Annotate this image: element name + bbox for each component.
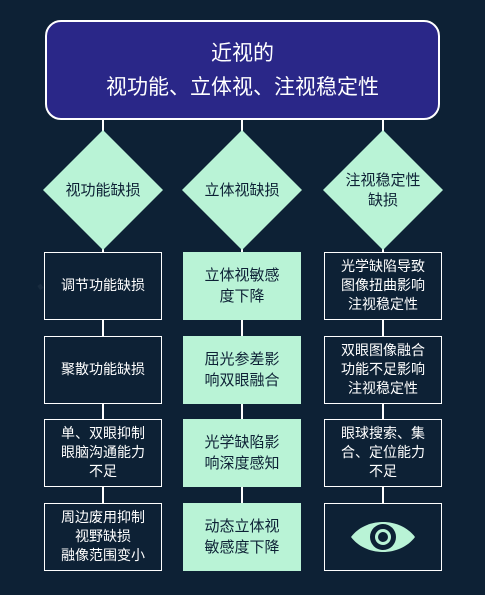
cell-col3-row1: 光学缺陷导致 图像扭曲影响 注视稳定性 [324, 252, 442, 320]
cell-col1-row4: 周边废用抑制 视野缺损 融像范围变小 [44, 503, 162, 571]
connector-line-col2 [241, 120, 243, 540]
diamond-col2: 立体视缺损 [182, 130, 302, 250]
eye-cell [324, 503, 442, 571]
title-line-1: 近视的 [211, 41, 274, 65]
diamond-col1: 视功能缺损 [43, 130, 163, 250]
title-box: 近视的 视功能、立体视、注视稳定性 [45, 20, 440, 120]
connector-line-col3 [382, 120, 384, 540]
cell-col2-row1: 立体视敏感 度下降 [183, 252, 301, 320]
header-col1: 视功能缺损 [65, 181, 141, 199]
cell-col1-row1: 调节功能缺损 [44, 252, 162, 320]
cell-col2-row3: 光学缺陷影 响深度感知 [183, 419, 301, 487]
cell-col2-row4: 动态立体视 敏感度下降 [183, 503, 301, 571]
header-col2: 立体视缺损 [204, 181, 280, 199]
title-line-2: 视功能、立体视、注视稳定性 [106, 75, 379, 99]
header-col3: 注视稳定性 缺损 [345, 171, 421, 209]
cell-col3-row2: 双眼图像融合 功能不足影响 注视稳定性 [324, 336, 442, 404]
eye-icon [351, 522, 415, 552]
cell-col1-row2: 聚散功能缺损 [44, 336, 162, 404]
cell-col2-row2: 屈光参差影 响双眼融合 [183, 336, 301, 404]
cell-col3-row3: 眼球搜索、集 合、定位能力 不足 [324, 419, 442, 487]
diamond-col3: 注视稳定性 缺损 [323, 130, 443, 250]
cell-col1-row3: 单、双眼抑制 眼脑沟通能力 不足 [44, 419, 162, 487]
